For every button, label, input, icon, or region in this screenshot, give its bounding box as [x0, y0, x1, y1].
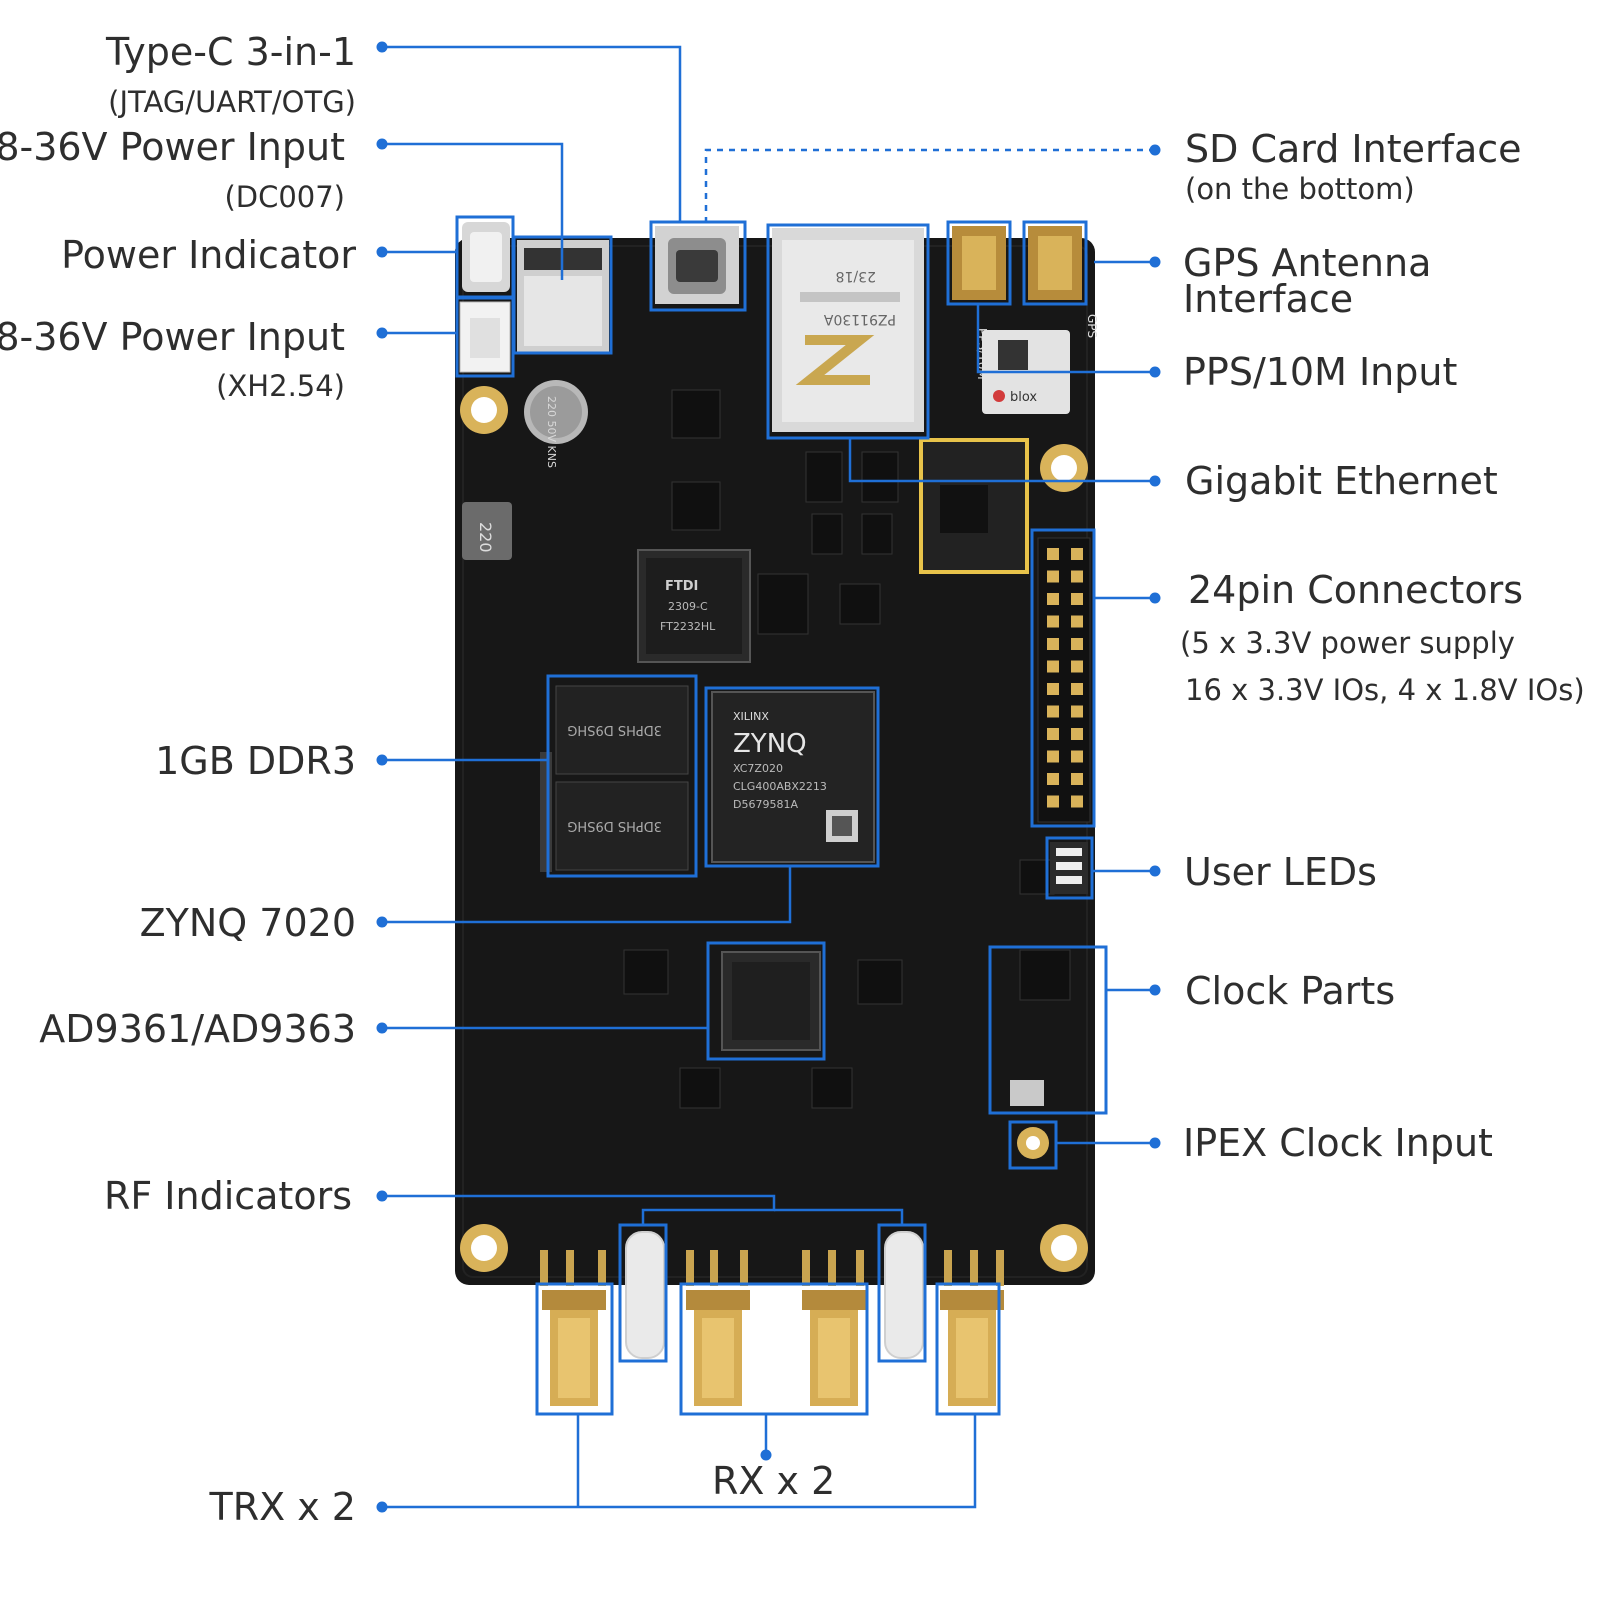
label-zynq: ZYNQ 7020 — [139, 901, 356, 945]
header-pin — [1047, 705, 1059, 718]
label-ad9361: AD9361/AD9363 — [39, 1007, 356, 1051]
header-pin — [1047, 593, 1059, 605]
rx-sma-2 — [802, 1290, 866, 1406]
zynq-brand: XILINX — [733, 710, 769, 723]
label-sd-card: SD Card Interface — [1185, 127, 1522, 171]
rf-light-pipes — [625, 1231, 924, 1359]
inductor-text: 220 — [476, 522, 495, 553]
label-connectors-sub: (5 x 3.3V power supply — [1180, 626, 1515, 660]
ftdi-chip: FTDI 2309-C FT2232HL — [637, 549, 751, 663]
gps-sma-connector — [1028, 226, 1082, 300]
ddr3-text-2: 3DPHS D9SHG — [567, 818, 662, 833]
header-pin — [1071, 660, 1083, 673]
zynq-name: ZYNQ — [733, 729, 807, 759]
label-connectors: 24pin Connectors — [1188, 568, 1523, 612]
pcb-board: 220 50V KNS 220 23/18 PZ91130A — [455, 222, 1099, 1286]
mounting-holes — [460, 386, 1088, 1272]
label-user-leds: User LEDs — [1184, 850, 1377, 894]
label-ipex: IPEX Clock Input — [1183, 1121, 1493, 1165]
label-ethernet: Gigabit Ethernet — [1185, 459, 1498, 503]
label-power-xh-sub: (XH2.54) — [216, 369, 345, 403]
label-power-xh: 8-36V Power Input — [0, 315, 345, 359]
pps-sma-connector — [952, 226, 1006, 300]
label-type-c-sub: (JTAG/UART/OTG) — [108, 85, 356, 119]
ethernet-phy-area — [919, 438, 1029, 574]
header-pin — [1047, 660, 1059, 673]
trx-sma-2 — [940, 1290, 1004, 1406]
inductor: 220 — [462, 502, 512, 560]
zynq-chip: XILINX ZYNQ XC7Z020 CLG400ABX2213 D56795… — [711, 691, 875, 863]
rx-sma-1 — [686, 1290, 750, 1406]
header-pin — [1047, 683, 1059, 695]
zynq-code: CLG400ABX2213 — [733, 780, 827, 793]
ftdi-part: FT2232HL — [660, 620, 716, 633]
capacitor-text: 220 50V KNS — [545, 396, 558, 468]
label-gps-2: Interface — [1183, 277, 1354, 321]
header-pin — [1071, 773, 1083, 785]
label-rf-indicators: RF Indicators — [103, 1174, 352, 1218]
header-pin — [1071, 570, 1083, 583]
ddr3-text-1: 3DPHS D9SHG — [567, 722, 662, 737]
rj45-jack: 23/18 PZ91130A — [772, 228, 924, 432]
label-power-dc-sub: (DC007) — [224, 180, 345, 214]
label-clock-parts: Clock Parts — [1185, 969, 1396, 1013]
sma-edge-pads — [540, 1250, 1004, 1286]
label-trx: TRX x 2 — [209, 1485, 356, 1529]
rj45-date: 23/18 — [836, 268, 876, 284]
gps-brand: blox — [1010, 390, 1037, 405]
header-pin — [1047, 750, 1059, 763]
header-pin — [1047, 615, 1059, 628]
leader-lines — [382, 45, 1155, 1509]
header-pin — [1047, 728, 1059, 740]
xh-connector — [459, 301, 511, 373]
ad9361-chip — [721, 951, 821, 1051]
clock-parts-block — [1010, 1080, 1044, 1106]
label-power-indicator: Power Indicator — [61, 233, 356, 277]
header-pin — [1071, 615, 1083, 628]
header-pin — [1071, 593, 1083, 605]
header-pin — [1071, 705, 1083, 718]
sma-connectors — [542, 1290, 1004, 1406]
label-sd-card-sub: (on the bottom) — [1185, 172, 1415, 206]
header-pin — [1071, 548, 1083, 560]
ftdi-brand: FTDI — [665, 579, 698, 594]
label-connectors-sub2: 16 x 3.3V IOs, 4 x 1.8V IOs) — [1185, 673, 1585, 707]
electrolytic-capacitor: 220 50V KNS — [524, 380, 588, 468]
user-leds-block — [1050, 842, 1088, 894]
leader-dots — [376, 41, 1161, 1513]
label-power-dc: 8-36V Power Input — [0, 125, 345, 169]
header-pin — [1071, 750, 1083, 763]
header-pin — [1071, 795, 1083, 808]
small-components — [623, 389, 1071, 1109]
power-indicator-led — [462, 222, 510, 292]
label-type-c: Type-C 3-in-1 — [105, 30, 356, 74]
label-pps: PPS/10M Input — [1183, 350, 1458, 394]
ftdi-code: 2309-C — [668, 600, 708, 613]
rj45-code: PZ91130A — [823, 311, 896, 327]
header-pin — [1047, 773, 1059, 785]
gps-silk: GPS — [1085, 314, 1099, 338]
ddr3-chips: 3DPHS D9SHG 3DPHS D9SHG — [540, 685, 689, 872]
header-pin — [1047, 570, 1059, 583]
header-pin — [1071, 638, 1083, 650]
header-pin — [1071, 683, 1083, 695]
zynq-part: XC7Z020 — [733, 762, 783, 775]
header-pins — [1047, 548, 1083, 808]
zynq-lot: D5679581A — [733, 798, 798, 811]
header-pin — [1047, 548, 1059, 560]
label-rx: RX x 2 — [712, 1459, 836, 1503]
type-c-connector — [655, 226, 739, 304]
trx-sma-1 — [542, 1290, 606, 1406]
label-gps: GPS Antenna — [1183, 241, 1432, 285]
ipex-connector — [1017, 1127, 1049, 1159]
header-pin — [1071, 728, 1083, 740]
header-pin — [1047, 795, 1059, 808]
header-pin — [1047, 638, 1059, 650]
label-ddr3: 1GB DDR3 — [155, 739, 356, 783]
